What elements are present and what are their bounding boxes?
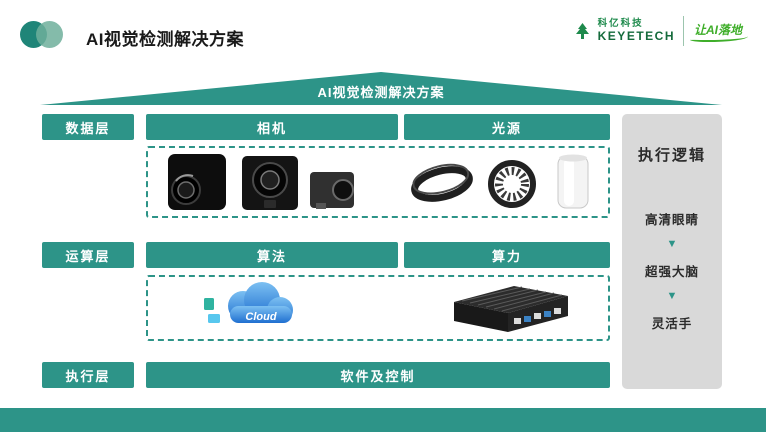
camera-images: [166, 150, 362, 219]
panel-title: 执行逻辑: [637, 147, 706, 164]
company-name-en: KEYETECH: [597, 28, 675, 43]
layer-label-compute: 运算层: [42, 242, 134, 268]
brand-divider: [682, 16, 684, 46]
roof-banner: AI视觉检测解决方案: [40, 72, 722, 105]
cloud-image: Cloud: [198, 280, 318, 343]
brand-slogan: 让AI落地: [689, 21, 749, 42]
light-source-images: [408, 150, 604, 219]
company-logo: 科亿科技 KEYETECH 让AI落地: [575, 16, 749, 46]
panel-item-super-brain: 超强大脑: [644, 265, 699, 279]
company-name: 科亿科技 KEYETECH: [597, 17, 675, 44]
ring-light-icon: [411, 154, 589, 209]
header-software-control: 软件及控制: [146, 362, 610, 388]
industrial-pc-image: [438, 280, 578, 343]
industrial-pc-icon: [454, 286, 568, 332]
cloud-label: Cloud: [245, 311, 276, 323]
layer-label-data: 数据层: [42, 114, 134, 140]
camera-icon: [168, 154, 354, 210]
layer-label-execute: 执行层: [42, 362, 134, 388]
pine-tree-icon: [575, 23, 589, 39]
header-computing-power: 算力: [404, 242, 610, 268]
cloud-icon: Cloud: [204, 282, 293, 323]
header-camera: 相机: [146, 114, 398, 140]
company-name-cn: 科亿科技: [597, 17, 644, 29]
roof-title: AI视觉检测解决方案: [317, 85, 445, 100]
header-algorithm: 算法: [146, 242, 398, 268]
header-light-source: 光源: [404, 114, 610, 140]
arrow-down-icon: ▼: [666, 238, 678, 250]
panel-item-flexible-hand: 灵活手: [651, 317, 693, 331]
logo-circle-right: [36, 21, 63, 48]
slide-logo: [20, 21, 66, 49]
page-title: AI视觉检测解决方案: [86, 30, 244, 49]
panel-item-hd-eyes: 高清眼睛: [644, 213, 699, 227]
bottom-bar: [0, 408, 766, 432]
execution-logic-panel: 执行逻辑 高清眼睛 ▼ 超强大脑 ▼ 灵活手: [622, 114, 722, 389]
arrow-down-icon: ▼: [666, 290, 678, 302]
